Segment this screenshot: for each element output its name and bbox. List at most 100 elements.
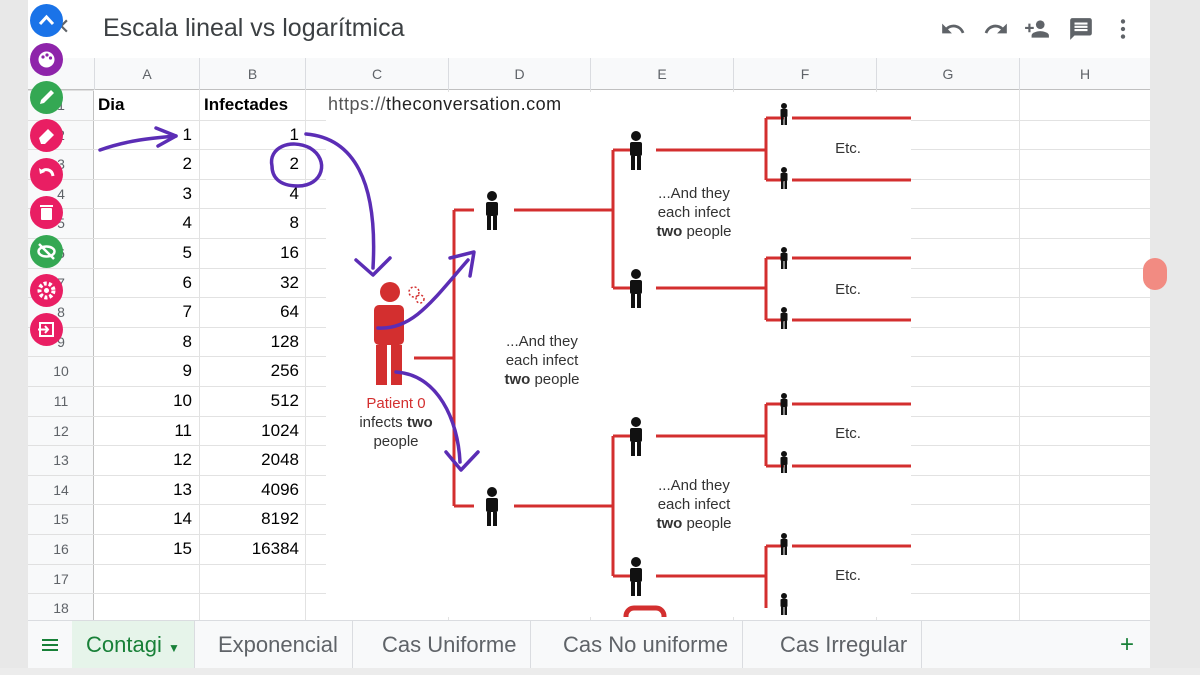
undo-icon[interactable] (940, 16, 966, 42)
embedded-infographic[interactable]: https://theconversation.com (326, 92, 911, 617)
table-cell[interactable]: 7 (182, 302, 192, 322)
undo-ink-button[interactable] (30, 158, 63, 191)
row-header[interactable]: 11 (28, 386, 94, 416)
tab-cas-no-uniforme[interactable]: Cas No uniforme (549, 621, 744, 669)
row-header[interactable]: 3 (28, 149, 94, 179)
column-header[interactable]: G (876, 58, 1019, 90)
image-source-url: https://theconversation.com (328, 94, 562, 114)
column-header[interactable]: A (94, 58, 199, 90)
table-cell[interactable]: 4 (289, 183, 299, 203)
table-cell[interactable]: 1024 (261, 420, 299, 440)
column-header[interactable]: H (1019, 58, 1150, 90)
palette-icon (38, 51, 55, 68)
tree-lines (414, 116, 911, 608)
grid-line (1019, 90, 1020, 620)
table-cell[interactable]: 512 (270, 391, 299, 410)
infection-tree-diagram (374, 103, 911, 617)
etc-label: Etc. (835, 425, 861, 442)
table-cell[interactable]: 2 (182, 154, 192, 174)
row-header[interactable]: 15 (28, 504, 94, 534)
table-cell[interactable]: 128 (270, 331, 299, 351)
etc-label: Etc. (835, 567, 861, 584)
row-header[interactable]: 16 (28, 534, 94, 564)
exit-icon (38, 322, 54, 337)
table-cell[interactable]: 64 (280, 302, 299, 322)
infect-caption: ...And they each infect two people (656, 185, 732, 240)
table-cell[interactable]: 4096 (261, 479, 299, 499)
all-sheets-icon[interactable] (40, 635, 60, 655)
table-cell[interactable]: 13 (173, 479, 192, 499)
redo-icon[interactable] (983, 16, 1009, 42)
table-cell[interactable]: 14 (173, 509, 192, 529)
table-cell[interactable]: 12 (173, 450, 192, 470)
chevron-up-icon (38, 14, 55, 26)
bottom-strip (0, 668, 1200, 675)
sheet-tab-bar: Contagi ▼ Exponencial Cas Uniforme Cas N… (28, 620, 1150, 669)
row-header[interactable]: 17 (28, 563, 94, 594)
add-person-icon[interactable] (1024, 16, 1050, 42)
table-cell[interactable]: 3 (182, 183, 192, 203)
row-header[interactable]: 13 (28, 445, 94, 475)
infect-caption: ...And they each infect two people (504, 333, 580, 388)
edge-handle[interactable] (1143, 258, 1167, 290)
table-cell[interactable]: 11 (174, 420, 192, 440)
gear-icon (37, 281, 56, 300)
exit-button[interactable] (30, 313, 63, 346)
table-cell[interactable]: 2048 (261, 450, 299, 470)
infect-caption: ...And they each infect two people (656, 477, 732, 532)
chevron-down-icon[interactable]: ▼ (167, 641, 180, 655)
delete-ink-button[interactable] (30, 196, 63, 229)
table-cell[interactable]: 8192 (261, 509, 299, 529)
hide-ink-button[interactable] (30, 235, 63, 268)
column-header[interactable]: D (448, 58, 590, 90)
column-header[interactable]: B (199, 58, 305, 90)
table-cell[interactable]: 8 (289, 213, 299, 233)
column-header[interactable]: F (733, 58, 876, 90)
table-cell[interactable]: 16 (280, 243, 299, 262)
more-options-icon[interactable] (1110, 16, 1136, 42)
etc-label: Etc. (835, 140, 861, 157)
settings-button[interactable] (30, 274, 63, 307)
tab-contagi[interactable]: Contagi ▼ (72, 621, 195, 669)
table-cell[interactable]: 15 (173, 539, 192, 558)
column-headers: A B C D E F G H (28, 58, 1150, 90)
table-cell[interactable]: 2 (289, 154, 299, 174)
comment-icon[interactable] (1068, 16, 1094, 42)
table-cell[interactable]: 8 (182, 331, 192, 351)
document-title[interactable]: Escala lineal vs logarítmica (103, 14, 405, 42)
patient-zero-label: Patient 0 (366, 395, 426, 412)
table-cell[interactable]: 6 (182, 272, 192, 292)
table-cell[interactable]: 5 (182, 243, 192, 262)
cell-header-infectades[interactable]: Infectades (204, 95, 289, 114)
column-header[interactable]: E (590, 58, 733, 90)
table-cell[interactable]: 1 (289, 124, 299, 144)
collapse-toolbar-button[interactable] (30, 4, 63, 37)
patient-zero-figure (374, 282, 425, 385)
table-cell[interactable]: 1 (182, 124, 192, 144)
tab-cas-uniforme[interactable]: Cas Uniforme (368, 621, 532, 669)
row-header[interactable]: 18 (28, 593, 94, 623)
add-sheet-icon[interactable]: + (1120, 631, 1135, 658)
row-header[interactable]: 14 (28, 474, 94, 505)
trash-icon (40, 205, 53, 220)
table-cell[interactable]: 256 (270, 361, 299, 381)
title-bar: ✕ Escala lineal vs logarítmica (28, 0, 1150, 58)
tab-exponencial[interactable]: Exponencial (204, 621, 353, 669)
row-header[interactable]: 12 (28, 415, 94, 446)
row-header[interactable]: 10 (28, 356, 94, 386)
table-cell[interactable]: 9 (182, 361, 192, 381)
table-cell[interactable]: 10 (173, 391, 192, 410)
grid-line (199, 90, 200, 620)
tab-cas-irregular[interactable]: Cas Irregular (766, 621, 923, 669)
table-cell[interactable]: 16384 (251, 539, 299, 558)
cell-header-dia[interactable]: Dia (98, 95, 125, 114)
table-cell[interactable]: 4 (182, 213, 192, 233)
column-header[interactable]: C (305, 58, 448, 90)
palette-button[interactable] (30, 43, 63, 76)
patient-zero-label: people (373, 433, 419, 450)
pen-button[interactable] (30, 81, 63, 114)
table-cell[interactable]: 32 (280, 272, 299, 292)
spreadsheet-window: ✕ Escala lineal vs logarítmica A B C D E… (28, 0, 1150, 675)
eraser-button[interactable] (30, 119, 63, 152)
